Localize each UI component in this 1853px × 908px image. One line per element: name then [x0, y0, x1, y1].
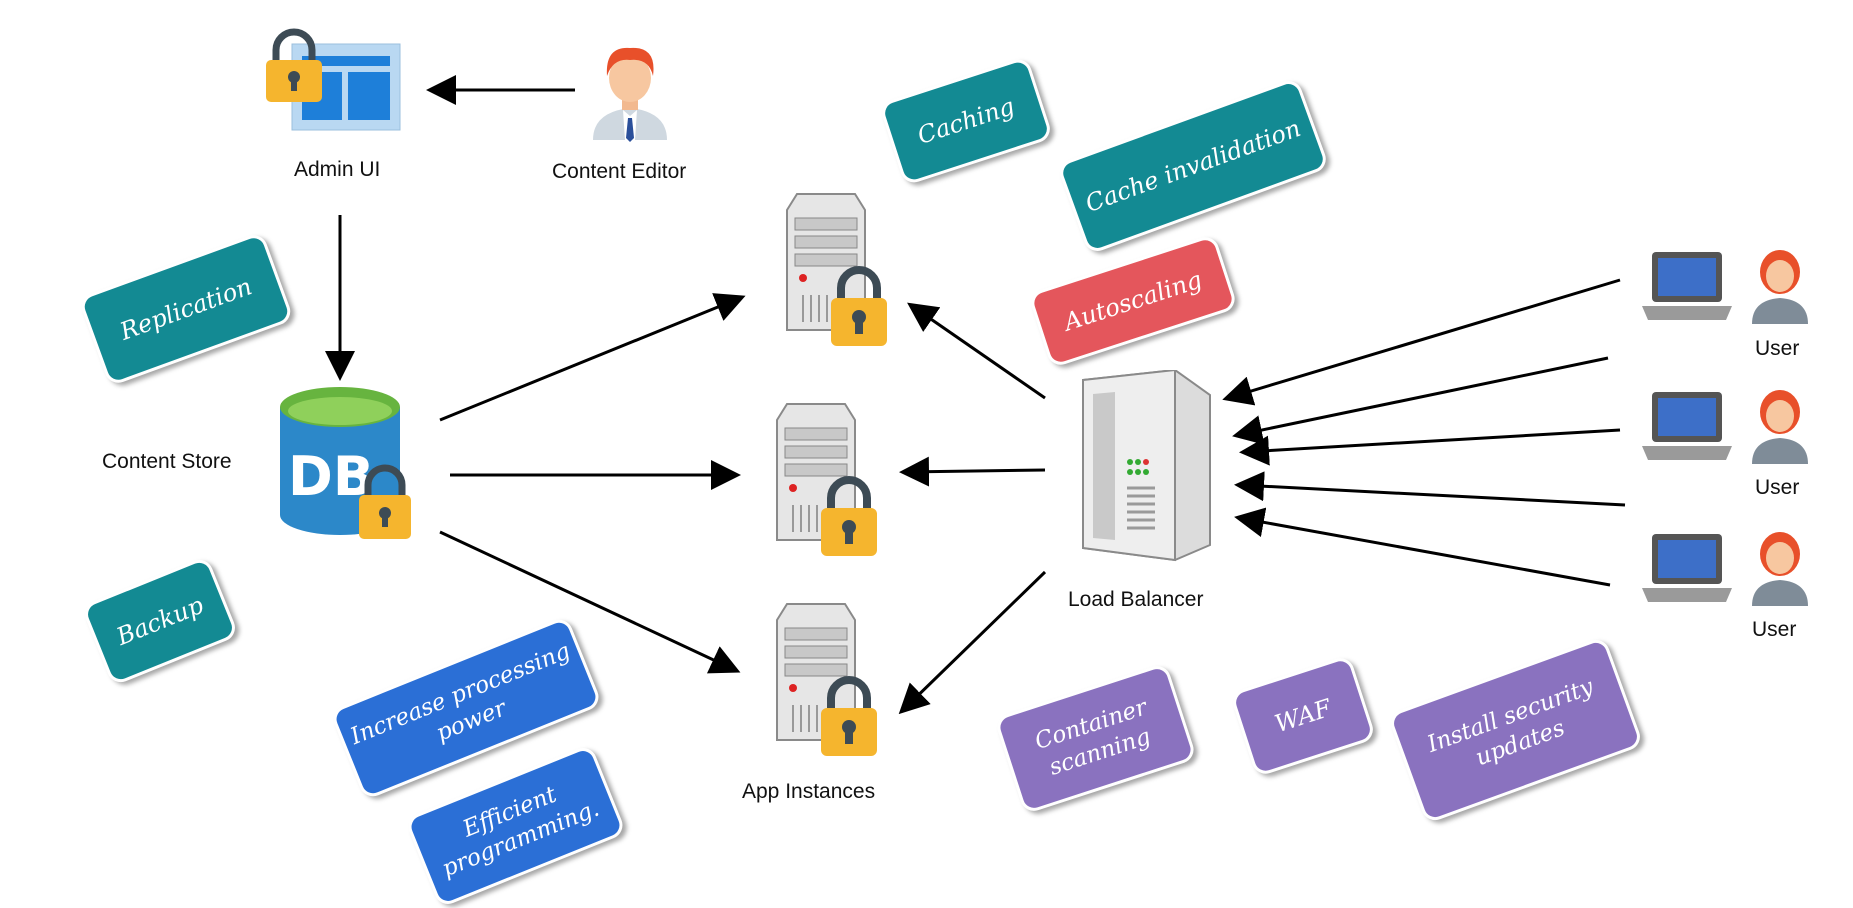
- arrow-lb-to-app1: [907, 302, 1046, 400]
- content-store-label: Content Store: [102, 450, 232, 473]
- database-icon: DB: [280, 387, 411, 539]
- arrow-user-to-lb-4: [1234, 471, 1626, 507]
- user-label-1: User: [1755, 337, 1800, 360]
- arrow-user-to-lb-5: [1234, 507, 1611, 587]
- user-label-2: User: [1755, 476, 1800, 499]
- app-server-icon-1: [786, 193, 887, 346]
- app-server-icon-2: [776, 403, 877, 556]
- arrow-user-to-lb-3: [1239, 428, 1621, 466]
- app-instances-label: App Instances: [742, 780, 876, 803]
- user-2-icon: [1642, 390, 1808, 464]
- arrow-db-to-app3: [439, 530, 741, 674]
- load-balancer-label: Load Balancer: [1068, 588, 1204, 611]
- arrow-user-to-lb-1: [1222, 278, 1621, 406]
- app-server-icon-3: [776, 603, 877, 756]
- load-balancer-icon: [1082, 370, 1211, 562]
- arrow-lb-to-app3: [898, 570, 1047, 715]
- user-3-icon: [1642, 532, 1808, 606]
- arrow-db-to-app1: [439, 293, 746, 422]
- admin-ui-icon: [266, 28, 401, 131]
- content-editor-label: Content Editor: [552, 160, 687, 183]
- admin-ui-label: Admin UI: [294, 158, 381, 181]
- user-label-3: User: [1752, 618, 1797, 641]
- user-1-icon: [1642, 250, 1808, 324]
- content-editor-icon: [593, 47, 667, 142]
- db-icon-text: DB: [288, 445, 374, 508]
- arrow-user-to-lb-2: [1232, 356, 1609, 445]
- arrow-lb-to-app2: [899, 456, 1046, 487]
